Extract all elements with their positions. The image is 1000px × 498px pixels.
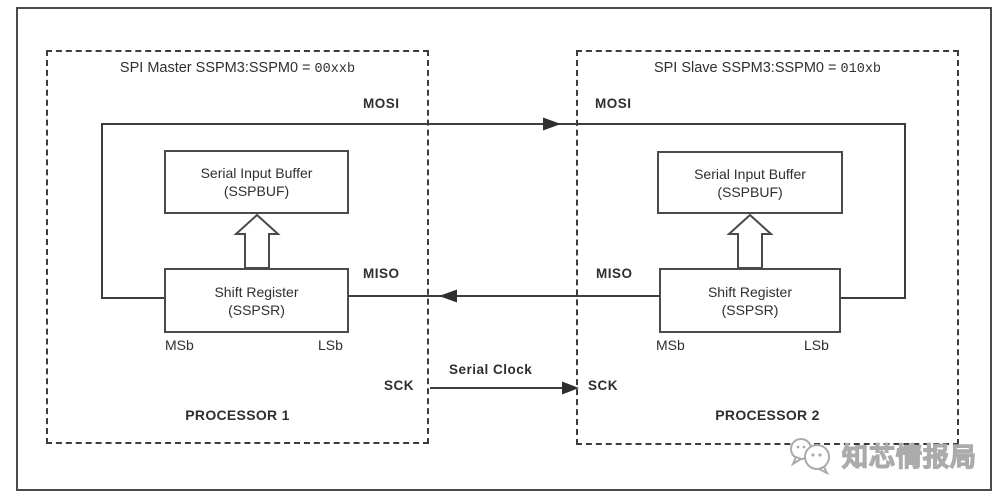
slave-shift-register-block: Shift Register (SSPSR): [659, 268, 841, 333]
slave-buffer-line1: Serial Input Buffer: [694, 165, 806, 182]
slave-dashed-box: [576, 50, 959, 445]
processor-1-label: PROCESSOR 1: [185, 407, 290, 423]
slave-sck-label: SCK: [588, 378, 619, 393]
wechat-icon: [790, 438, 830, 475]
master-msb-label: MSb: [165, 337, 194, 353]
slave-title-code: 010xb: [840, 62, 882, 77]
watermark-text: 知芯情报局: [841, 441, 978, 472]
master-miso-label: MISO: [363, 266, 400, 281]
master-shift-line1: Shift Register: [214, 283, 299, 300]
master-serial-input-buffer-block: Serial Input Buffer (SSPBUF): [164, 150, 349, 214]
slave-lsb-label: LSb: [804, 337, 829, 353]
master-title-code: 00xxb: [314, 62, 356, 77]
serial-clock-label: Serial Clock: [449, 362, 533, 377]
master-sck-label: SCK: [384, 378, 415, 393]
master-lsb-label: LSb: [318, 337, 343, 353]
master-title: SPI Master SSPM3:SSPM0 = 00xxb: [46, 60, 429, 77]
slave-buffer-line2: (SSPBUF): [717, 183, 783, 200]
processor-2-label: PROCESSOR 2: [715, 407, 820, 423]
slave-serial-input-buffer-block: Serial Input Buffer (SSPBUF): [657, 151, 843, 214]
master-mosi-label: MOSI: [363, 96, 400, 111]
watermark: 知芯情报局: [786, 435, 977, 475]
slave-shift-line1: Shift Register: [707, 283, 793, 300]
slave-miso-label: MISO: [596, 266, 633, 281]
slave-shift-line2: (SSPSR): [721, 301, 779, 318]
master-title-text: SPI Master SSPM3:SSPM0 =: [119, 60, 315, 76]
slave-msb-label: MSb: [656, 337, 685, 353]
master-shift-line2: (SSPSR): [228, 301, 285, 318]
master-shift-register-block: Shift Register (SSPSR): [164, 268, 349, 333]
slave-title: SPI Slave SSPM3:SSPM0 = 010xb: [576, 60, 959, 77]
outer-frame: [16, 7, 992, 491]
slave-title-text: SPI Slave SSPM3:SSPM0 =: [653, 60, 841, 76]
master-buffer-line1: Serial Input Buffer: [200, 165, 313, 181]
slave-mosi-label: MOSI: [595, 96, 632, 111]
master-buffer-line2: (SSPBUF): [223, 183, 290, 199]
